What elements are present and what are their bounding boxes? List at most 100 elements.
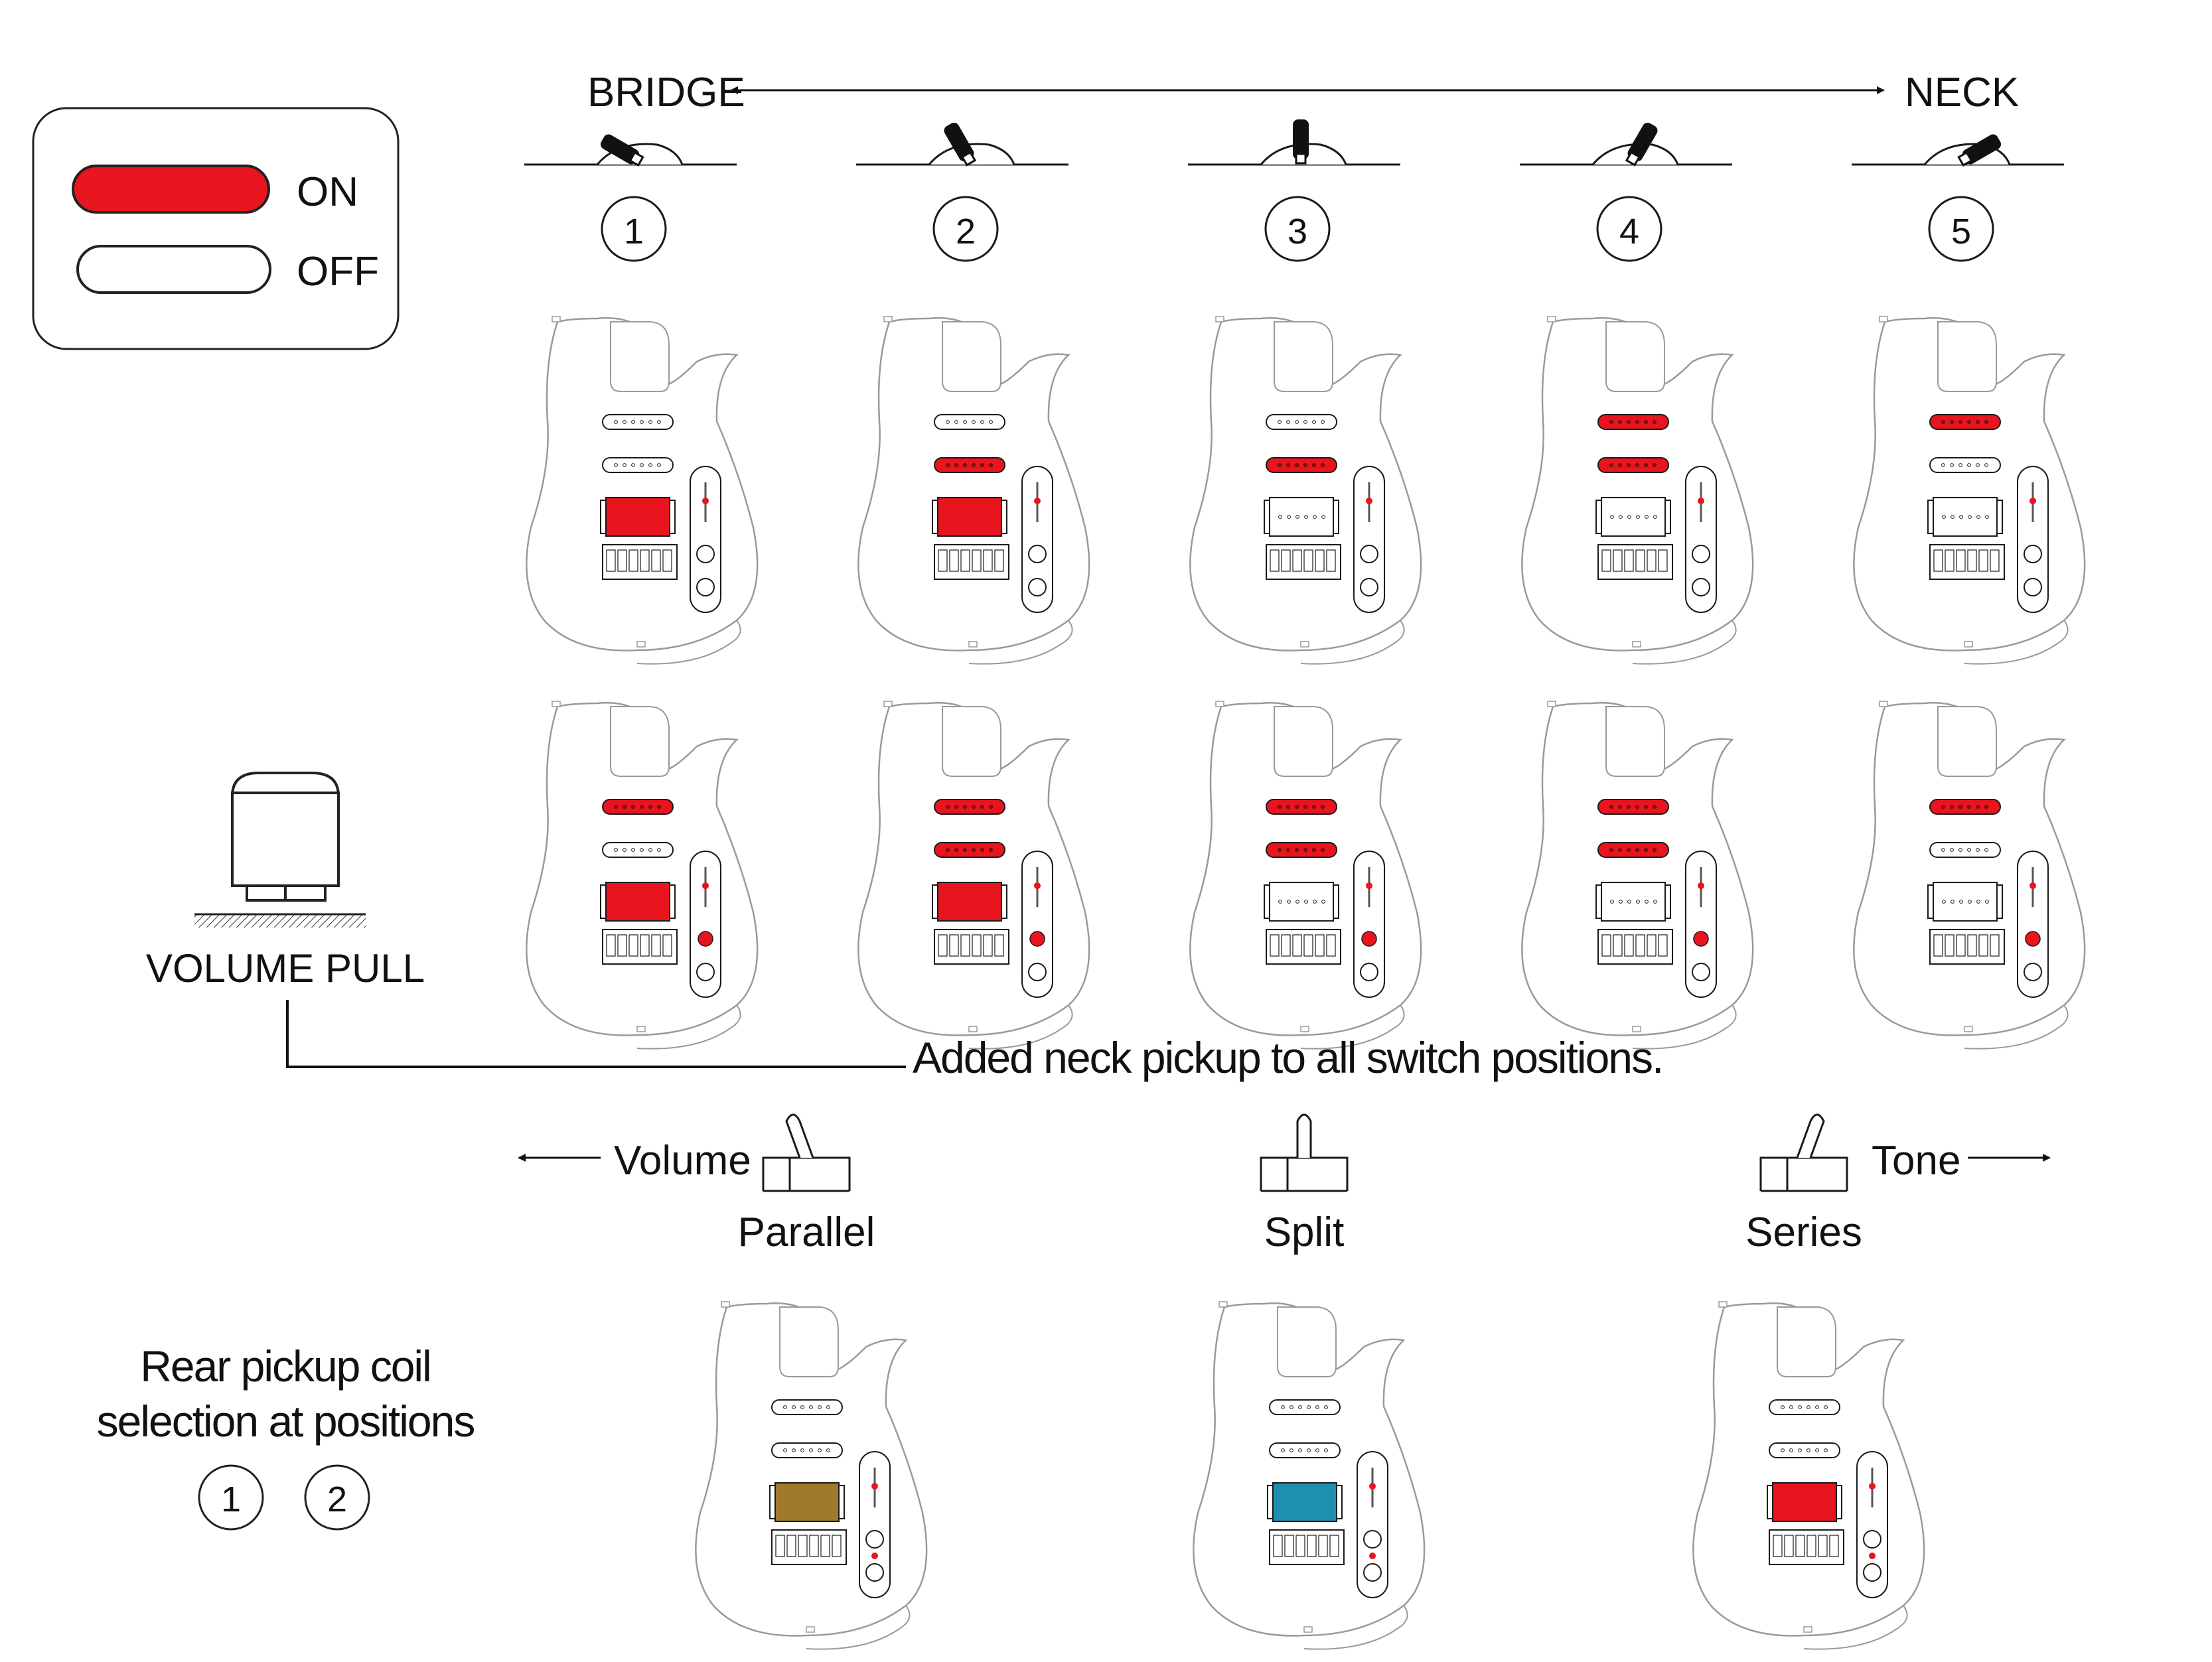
volume-label: Volume [614,1138,751,1184]
position-number: 4 [1619,212,1639,251]
middle-pickup [934,457,1005,473]
middle-pickup [1269,1442,1341,1458]
neck-pickup [934,799,1005,815]
bridge-hardware [602,929,678,965]
standard-row [526,316,2086,665]
coil-row [695,1301,1925,1650]
middle-pickup [602,457,674,473]
bridge-pickup [1595,497,1671,537]
position-badge: 5 [1928,196,1994,262]
position-badge: 2 [932,196,999,262]
guitar-body [1692,1301,1925,1650]
volume-pull-note: Added neck pickup to all switch position… [913,1033,1662,1082]
middle-pickup [1929,842,2001,858]
bridge-hardware [1269,1529,1345,1565]
legend-off-label: OFF [297,249,379,295]
guitar-body [1193,1301,1426,1650]
bridge-pickup [769,1482,845,1522]
volume-pull-knob-icon [194,772,366,928]
middle-pickup [1597,457,1669,473]
neck-pickup [602,799,674,815]
bridge-hardware [1769,1529,1844,1565]
coil-toggle-icon [762,1113,851,1192]
bridge-pickup [1267,1482,1343,1522]
rear-position-badge-2: 2 [304,1464,370,1531]
neck-pickup [771,1399,843,1415]
neck-pickup [1769,1399,1840,1415]
neck-pickup [1597,414,1669,430]
switch-position-4: 4 [1520,122,1732,262]
switch-lever-icon [1293,119,1309,165]
bridge-pickup [932,497,1007,537]
bridge-hardware [1929,544,2005,580]
control-plate [2017,851,2049,998]
neck-pickup [1929,799,2001,815]
position-number: 2 [956,212,976,251]
coil-toggle-icon [1759,1113,1848,1192]
switch-position-3: 3 [1188,119,1400,262]
mode-label-series: Series [1745,1210,1862,1255]
guitar-body [1521,701,1754,1050]
control-plate [690,466,721,613]
bridge-hardware [1929,929,2005,965]
control-plate [1685,851,1717,998]
guitar-body [695,1301,928,1650]
guitar-body [526,701,759,1050]
bridge-pickup [1264,497,1339,537]
guitar-body [857,316,1090,665]
control-plate [1856,1451,1888,1598]
guitar-body [857,701,1090,1050]
pull-row [526,701,2086,1050]
bridge-pickup [932,882,1007,922]
position-badge: 4 [1596,196,1662,262]
legend-off-swatch [76,245,271,294]
guitar-body [1521,316,1754,665]
switch-position-5: 5 [1852,134,2064,262]
coil-toggle-icon [1260,1113,1349,1192]
neck-pickup [1269,1399,1341,1415]
guitar-body [1853,316,2086,665]
bridge-pickup [600,882,676,922]
bridge-pickup [1927,497,2003,537]
switch-lever-icon [1957,134,2002,167]
bridge-pickup [600,497,676,537]
rear-pickup-line2: selection at positions [97,1397,475,1446]
middle-pickup [1266,842,1337,858]
neck-pickup [934,414,1005,430]
rear-position-number: 1 [221,1480,241,1519]
middle-pickup [602,842,674,858]
middle-pickup [1929,457,2001,473]
middle-pickup [1769,1442,1840,1458]
switch-header: BRIDGE NECK [587,70,2019,115]
neck-pickup [1929,414,2001,430]
bridge-pickup [1927,882,2003,922]
coil-switch: Volume Tone [518,1113,2051,1192]
bridge-hardware [602,544,678,580]
mode-label-parallel: Parallel [738,1210,875,1255]
guitar-body [1189,701,1422,1050]
rear-pickup-line1: Rear pickup coil [140,1342,431,1391]
control-plate [1021,851,1053,998]
middle-pickup [771,1442,843,1458]
bridge-hardware [1597,544,1673,580]
switch-lever-icon [1625,122,1658,167]
control-plate [859,1451,891,1598]
position-badge: 1 [601,196,667,262]
middle-pickup [1597,842,1669,858]
legend-box: ON OFF [32,107,400,350]
switch-position-1: 1 [524,134,737,262]
switch-lever-icon [600,134,644,167]
bridge-hardware [934,929,1009,965]
bridge-hardware [934,544,1009,580]
mode-label-split: Split [1264,1210,1345,1255]
switch-lever-icon [944,122,977,167]
guitar-body [1853,701,2086,1050]
control-plate [1685,466,1717,613]
position-badge: 3 [1264,196,1331,262]
tone-label: Tone [1872,1138,1960,1184]
bridge-hardware [1266,544,1341,580]
neck-label: NECK [1905,70,2019,115]
bridge-pickup [1264,882,1339,922]
legend-on-swatch [72,165,270,214]
